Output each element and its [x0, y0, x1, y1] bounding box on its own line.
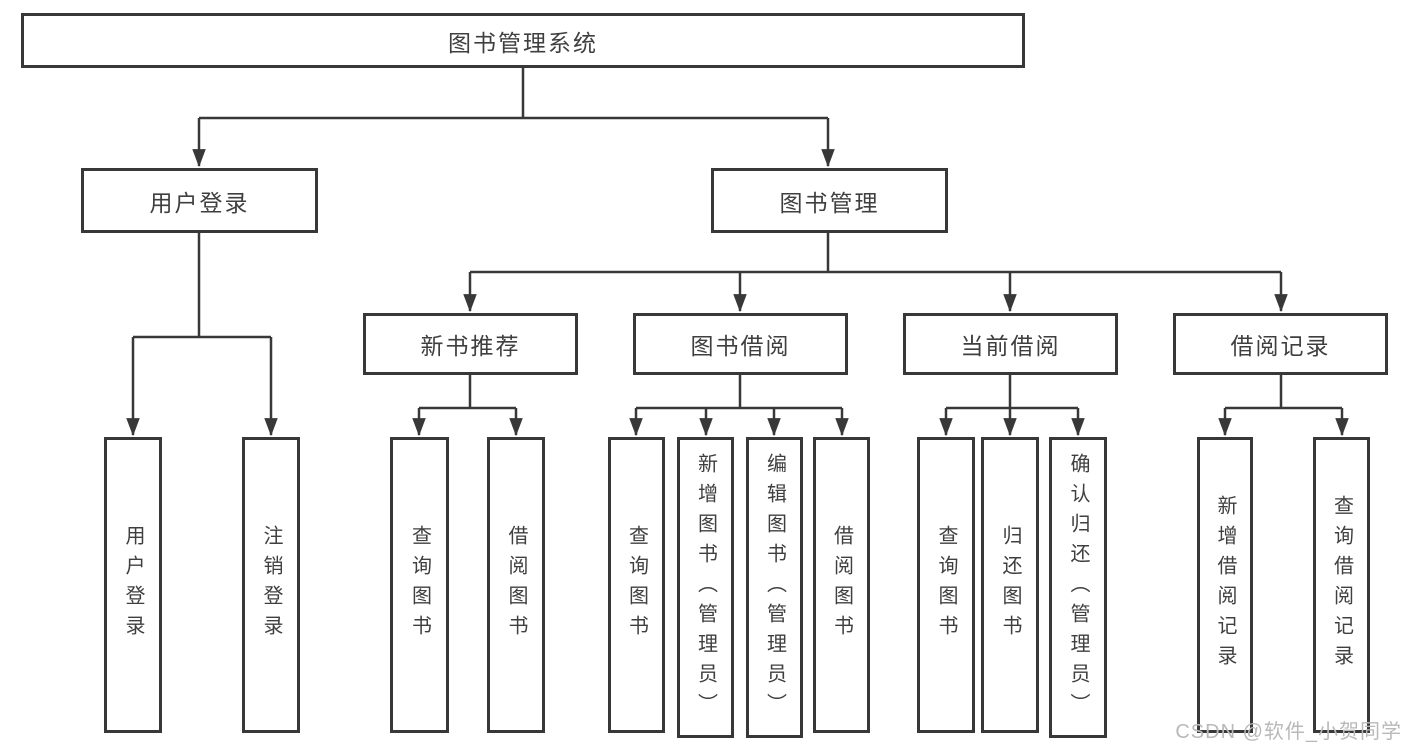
node-book-management: 图书管理	[711, 168, 948, 233]
leaf-rc-query-record-label: 查询借阅记录	[1330, 495, 1353, 675]
connector-new-books-trunk	[419, 375, 516, 410]
leaf-rc-add-record: 新增借阅记录	[1197, 437, 1253, 733]
csdn-watermark: CSDN @软件_小贺同学	[1175, 721, 1402, 743]
leaf-bw-query-books-label: 查询图书	[625, 525, 648, 645]
leaf-bw-borrow-books-label: 借阅图书	[830, 525, 853, 645]
node-book-borrowing-label: 图书借阅	[690, 333, 791, 359]
leaf-cu-query-books: 查询图书	[917, 437, 975, 733]
connector-borrow-trunk	[636, 375, 842, 410]
leaf-rc-add-record-label: 新增借阅记录	[1214, 495, 1236, 675]
node-book-management-label: 图书管理	[779, 189, 880, 216]
leaf-bw-add-books-admin: 新增图书（管理员）	[677, 437, 734, 738]
node-borrow-records-label: 借阅记录	[1230, 333, 1331, 359]
connector-records-trunk	[1225, 375, 1342, 410]
leaf-nb-borrow-books: 借阅图书	[487, 437, 545, 733]
leaf-bw-query-books: 查询图书	[608, 437, 665, 733]
leaf-bw-borrow-books: 借阅图书	[813, 437, 870, 733]
leaf-user-login-action: 用户登录	[104, 437, 162, 733]
leaf-logout-label: 注销登录	[260, 525, 282, 645]
node-borrow-records: 借阅记录	[1173, 313, 1388, 375]
leaf-rc-query-record: 查询借阅记录	[1313, 437, 1370, 733]
leaf-cu-return-books: 归还图书	[981, 437, 1039, 733]
leaf-nb-query-books: 查询图书	[390, 437, 449, 733]
node-user-login-label: 用户登录	[149, 189, 250, 216]
node-user-login: 用户登录	[81, 168, 318, 233]
node-root-system: 图书管理系统	[21, 13, 1025, 68]
leaf-cu-return-books-label: 归还图书	[999, 525, 1021, 645]
leaf-cu-query-books-label: 查询图书	[935, 525, 957, 645]
leaf-cu-confirm-return-admin: 确认归还（管理员）	[1049, 437, 1107, 738]
node-root-label: 图书管理系统	[448, 29, 598, 56]
leaf-bw-edit-books-admin-label: 编辑图书（管理员）	[763, 452, 786, 723]
node-new-book-recommend: 新书推荐	[363, 313, 578, 375]
leaf-logout: 注销登录	[242, 437, 300, 733]
connector-current-trunk	[946, 375, 1078, 410]
connector-book-mgmt-trunk	[470, 233, 1281, 274]
node-current-borrowing: 当前借阅	[903, 313, 1118, 375]
leaf-nb-borrow-books-label: 借阅图书	[505, 525, 527, 645]
leaf-bw-add-books-admin-label: 新增图书（管理员）	[694, 452, 717, 723]
leaf-nb-query-books-label: 查询图书	[408, 525, 431, 645]
leaf-cu-confirm-return-admin-label: 确认归还（管理员）	[1067, 452, 1089, 723]
node-current-borrowing-label: 当前借阅	[960, 333, 1061, 359]
node-new-book-recommend-label: 新书推荐	[420, 333, 521, 359]
connector-root-trunk	[199, 68, 828, 120]
leaf-bw-edit-books-admin: 编辑图书（管理员）	[746, 437, 803, 738]
leaf-user-login-action-label: 用户登录	[122, 525, 144, 645]
connector-user-login-trunk	[133, 233, 271, 339]
node-book-borrowing: 图书借阅	[633, 313, 848, 375]
